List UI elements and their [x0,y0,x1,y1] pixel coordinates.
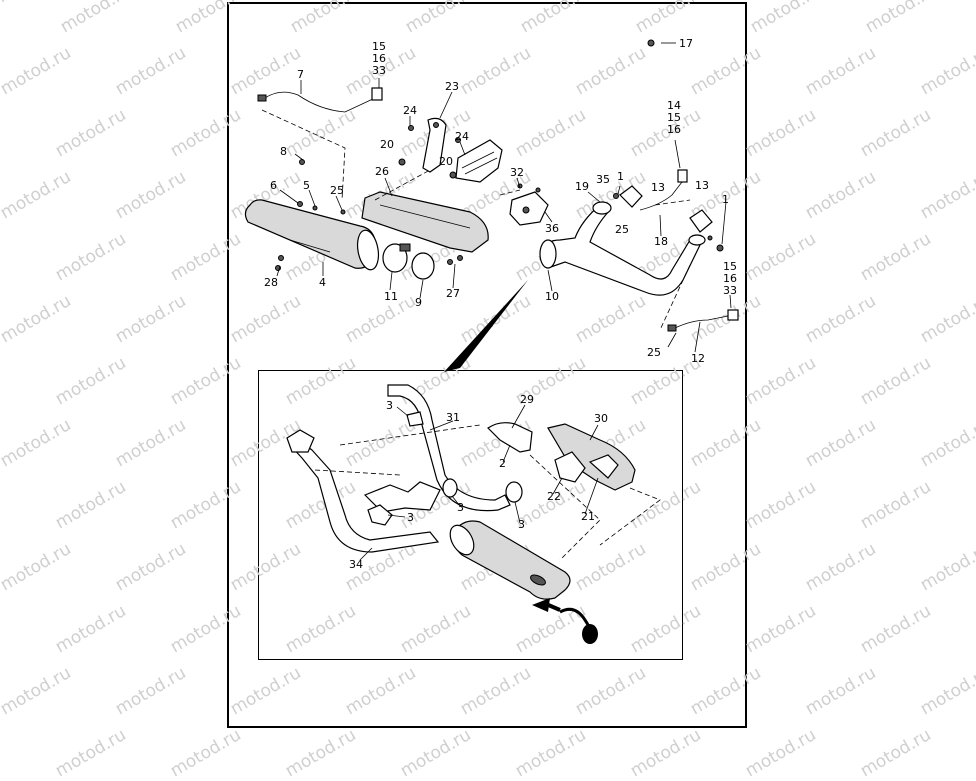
inset-callout-21: 21 [581,510,595,523]
callout-36: 36 [545,222,559,235]
callout-9: 9 [415,296,422,309]
mount-bracket-part [509,191,549,226]
callout-25b: 25 [615,223,629,236]
callout-20b: 20 [439,155,453,168]
watermark-text: motod.ru [627,725,705,781]
sensor-wire-part [639,169,688,211]
callout-13: 13 [651,181,665,194]
callout-25c: 25 [647,346,661,359]
inset-assembly [286,384,661,644]
inset-frame [258,370,683,660]
callout-24: 24 [403,104,417,117]
header-pipe-part [539,201,706,296]
callout-6: 6 [270,179,277,192]
callout-16c: 16 [723,272,737,285]
callout-33: 33 [372,64,386,77]
watermark-text: motod.ru [52,725,130,781]
callout-10: 10 [545,290,559,303]
leader-lines [276,42,732,353]
inset-callout-34: 34 [349,558,363,571]
motorcycle-icon [582,624,598,644]
footrest-part [455,139,503,183]
callout-17: 17 [679,37,693,50]
inset-callout-labels: 3 31 29 30 2 22 21 3 3 3 34 [349,393,608,571]
watermark-text: motod.ru [397,725,475,781]
forward-arrow-icon [532,598,550,612]
diagram-frame [227,2,747,728]
oxygen-sensor-part [257,87,383,113]
callout-15: 15 [372,40,386,53]
inset-callout-3: 3 [386,399,393,412]
callout-7: 7 [297,68,304,81]
parts-diagram: 17 15 16 33 7 23 24 24 20 20 8 26 6 5 25… [244,37,739,644]
callout-1b: 1 [722,193,729,206]
muffler-part [244,199,380,271]
watermark-text: motod.ru [512,725,590,781]
callout-15b: 15 [667,111,681,124]
callout-25: 25 [330,184,344,197]
callout-12: 12 [691,352,705,365]
watermark-text: motod.ru [857,725,935,781]
heat-shield-part [361,191,489,253]
inset-callout-30: 30 [594,412,608,425]
callout-33c: 33 [723,284,737,297]
flange-part [619,185,713,233]
clamp-part [382,243,435,280]
callout-15c: 15 [723,260,737,273]
watermark-text: motod.ru [282,725,360,781]
inset-callout-22: 22 [547,490,561,503]
watermark-text: motod.ru [167,725,245,781]
inset-callout-3c: 3 [518,518,525,531]
callout-24b: 24 [455,130,469,143]
inset-callout-29: 29 [520,393,534,406]
callout-20: 20 [380,138,394,151]
callout-16: 16 [372,52,386,65]
rear-sensor-part [667,309,739,332]
inset-callout-3d: 3 [407,511,414,524]
callout-1: 1 [617,170,624,183]
callout-13b: 13 [695,179,709,192]
inset-callout-31: 31 [446,411,460,424]
bracket-part [422,117,447,173]
inset-callout-2: 2 [499,457,506,470]
watermark-text: motod.ru [972,725,976,781]
callout-35: 35 [596,173,610,186]
callout-8: 8 [280,145,287,158]
callout-19: 19 [575,180,589,193]
callout-16b: 16 [667,123,681,136]
inset-callout-3b: 3 [457,501,464,514]
callout-26: 26 [375,165,389,178]
callout-5: 5 [303,179,310,192]
watermark-text: motod.ru [742,725,820,781]
callout-18: 18 [654,235,668,248]
callout-23: 23 [445,80,459,93]
callout-4: 4 [319,276,326,289]
callout-labels: 17 15 16 33 7 23 24 24 20 20 8 26 6 5 25… [264,37,737,365]
callout-14: 14 [667,99,681,112]
fasteners [275,39,724,271]
inset-pointer [444,280,528,372]
callout-27: 27 [446,287,460,300]
callout-11: 11 [384,290,398,303]
callout-28: 28 [264,276,278,289]
assembly-lines [261,109,691,331]
callout-32: 32 [510,166,524,179]
